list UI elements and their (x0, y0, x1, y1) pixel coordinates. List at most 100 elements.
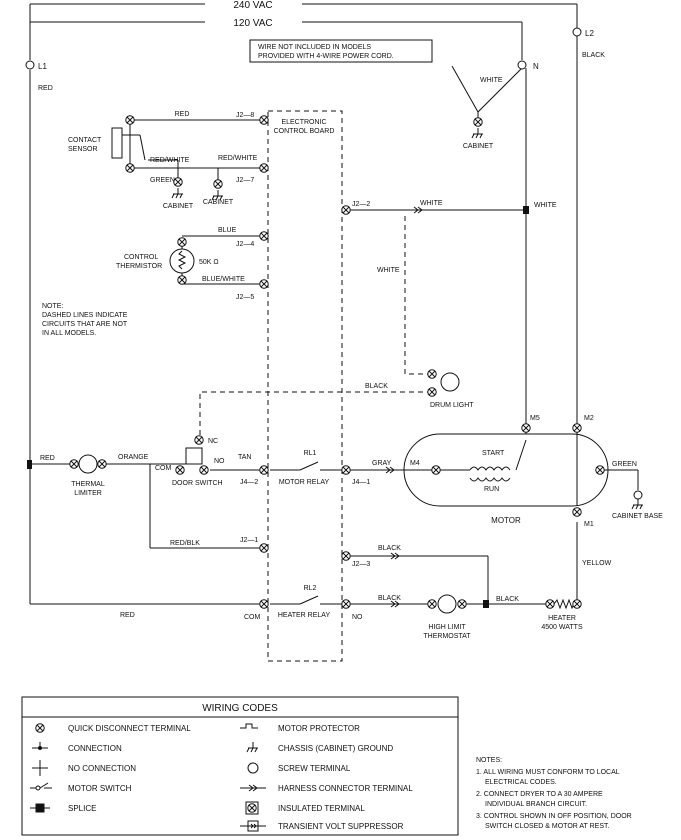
label-white-n: WHITE (534, 202, 557, 209)
label-com: COM (244, 614, 261, 621)
legend-item-3: MOTOR SWITCH (68, 784, 132, 793)
label-l2-black: BLACK (582, 52, 605, 59)
motor-label: MOTOR (491, 516, 521, 525)
thermistor-label1: CONTROL (124, 254, 158, 261)
label-l2: L2 (585, 29, 594, 38)
door-label: DOOR SWITCH (172, 480, 223, 487)
l1-terminal (25, 60, 35, 70)
legend-item-10: TRANSIENT VOLT SUPPRESSOR (278, 822, 404, 831)
n-terminal (517, 60, 527, 70)
thermal-limiter-icon (78, 454, 98, 474)
sensor-cabinet1: CABINET (163, 203, 194, 210)
thermal-label2: LIMITER (74, 490, 102, 497)
label-j41: J4—1 (352, 479, 370, 486)
notes-line-3: INDIVIDUAL BRANCH CIRCUIT. (485, 801, 587, 808)
notes-title: NOTES: (476, 757, 502, 764)
high-limit-thermostat-icon (437, 594, 457, 614)
sensor-label2: SENSOR (68, 146, 98, 153)
notes-line-2: 2. CONNECT DRYER TO A 30 AMPERE (476, 791, 603, 798)
wire-red: RED (40, 455, 55, 462)
drum-light-icon (440, 372, 460, 392)
legend-item-4: SPLICE (68, 804, 96, 813)
label-120vac: 120 VAC (233, 18, 272, 29)
heater-terminal-right (572, 599, 582, 609)
motor-ground-terminal (595, 465, 605, 475)
thermostat-terminal-right (457, 599, 467, 609)
terminal-j42 (259, 465, 269, 475)
legend-item-8: HARNESS CONNECTOR TERMINAL (278, 784, 413, 793)
sensor-red-white2: RED/WHITE (218, 155, 258, 162)
motor-run: RUN (484, 486, 499, 493)
terminal-j24 (259, 231, 269, 241)
heater-watts: 4500 WATTS (541, 624, 583, 631)
legend-item-9: INSULATED TERMINAL (278, 804, 365, 813)
board-title2: CONTROL BOARD (274, 128, 335, 135)
note-line1: DASHED LINES INDICATE (42, 312, 128, 319)
label-j21: J2—1 (240, 537, 258, 544)
door-no-terminal (199, 465, 209, 475)
terminal-j23 (341, 551, 351, 561)
thermistor-terminal-top (177, 237, 187, 247)
label-j27: J2—7 (236, 177, 254, 184)
sensor-cabinet2: CABINET (203, 199, 234, 206)
board-title1: ELECTRONIC (281, 119, 326, 126)
cabinet-ground-icon (471, 127, 484, 139)
wire-black-j23: BLACK (378, 545, 401, 552)
note-line2: CIRCUITS THAT ARE NOT (42, 321, 128, 328)
legend-item-1: CONNECTION (68, 744, 122, 753)
legend-motor-switch-icon (30, 782, 52, 791)
wire-tan: TAN (238, 454, 251, 461)
notes-line-5: SWITCH CLOSED & MOTOR AT REST. (485, 823, 610, 830)
label-no: NO (352, 614, 363, 621)
sensor-ground-icon1 (171, 187, 184, 199)
sensor-terminal-top (125, 115, 135, 125)
drum-white: WHITE (420, 200, 443, 207)
wire-orange: ORANGE (118, 454, 149, 461)
sensor-red: RED (175, 111, 190, 118)
legend-item-5: MOTOR PROTECTOR (278, 724, 360, 733)
label-240vac: 240 VAC (233, 0, 272, 11)
notes-line-0: 1. ALL WIRING MUST CONFORM TO LOCAL (476, 769, 620, 776)
legend-splice-icon (30, 803, 50, 813)
note-wire-line2: PROVIDED WITH 4-WIRE POWER CORD. (258, 53, 394, 60)
sensor-green: GREEN (150, 177, 175, 184)
motor-m5: M5 (530, 415, 540, 422)
motor-m1: M1 (584, 521, 594, 528)
legend-insulated-x-icon (247, 803, 257, 813)
heater-label: HEATER (548, 615, 576, 622)
label-j25: J2—5 (236, 294, 254, 301)
label-j23: J2—3 (352, 561, 370, 568)
thermistor-terminal-bottom (177, 275, 187, 285)
sensor-terminal-bottom (125, 163, 135, 173)
cabinet-terminal (473, 117, 483, 127)
sensor-label1: CONTACT (68, 137, 102, 144)
terminal-com (259, 599, 269, 609)
motor-m1-terminal (572, 507, 582, 517)
rl1-desc: MOTOR RELAY (279, 479, 330, 486)
label-l1-red: RED (38, 85, 53, 92)
note-line3: IN ALL MODELS. (42, 330, 96, 337)
label-n-white: WHITE (480, 77, 503, 84)
legend-title: WIRING CODES (202, 703, 278, 714)
rl2-desc: HEATER RELAY (278, 612, 331, 619)
door-nc: NC (208, 438, 218, 445)
thermistor-blue: BLUE (218, 227, 237, 234)
legend-item-7: SCREW TERMINAL (278, 764, 351, 773)
thermostat-terminal-left (427, 599, 437, 609)
wire-green: GREEN (612, 461, 637, 468)
wire-red-blk: RED/BLK (170, 540, 200, 547)
notes-line-1: ELECTRICAL CODES. (485, 779, 557, 786)
wire-gray: GRAY (372, 460, 392, 467)
motor-m2-terminal (572, 423, 582, 433)
thermal-terminal-right (97, 459, 107, 469)
label-cabinet-top: CABINET (463, 143, 494, 150)
legend-item-0: QUICK DISCONNECT TERMINAL (68, 724, 191, 733)
legend-no-connection-icon (32, 760, 48, 776)
label-j24: J2—4 (236, 241, 254, 248)
cabinet-base-ground-icon (631, 498, 644, 510)
wire-black-thermo: BLACK (496, 596, 519, 603)
wire-red-bottom: RED (120, 612, 135, 619)
label-j28: J2—8 (236, 112, 254, 119)
thermostat-label1: HIGH LIMIT (428, 624, 466, 631)
motor-m5-terminal (521, 423, 531, 433)
